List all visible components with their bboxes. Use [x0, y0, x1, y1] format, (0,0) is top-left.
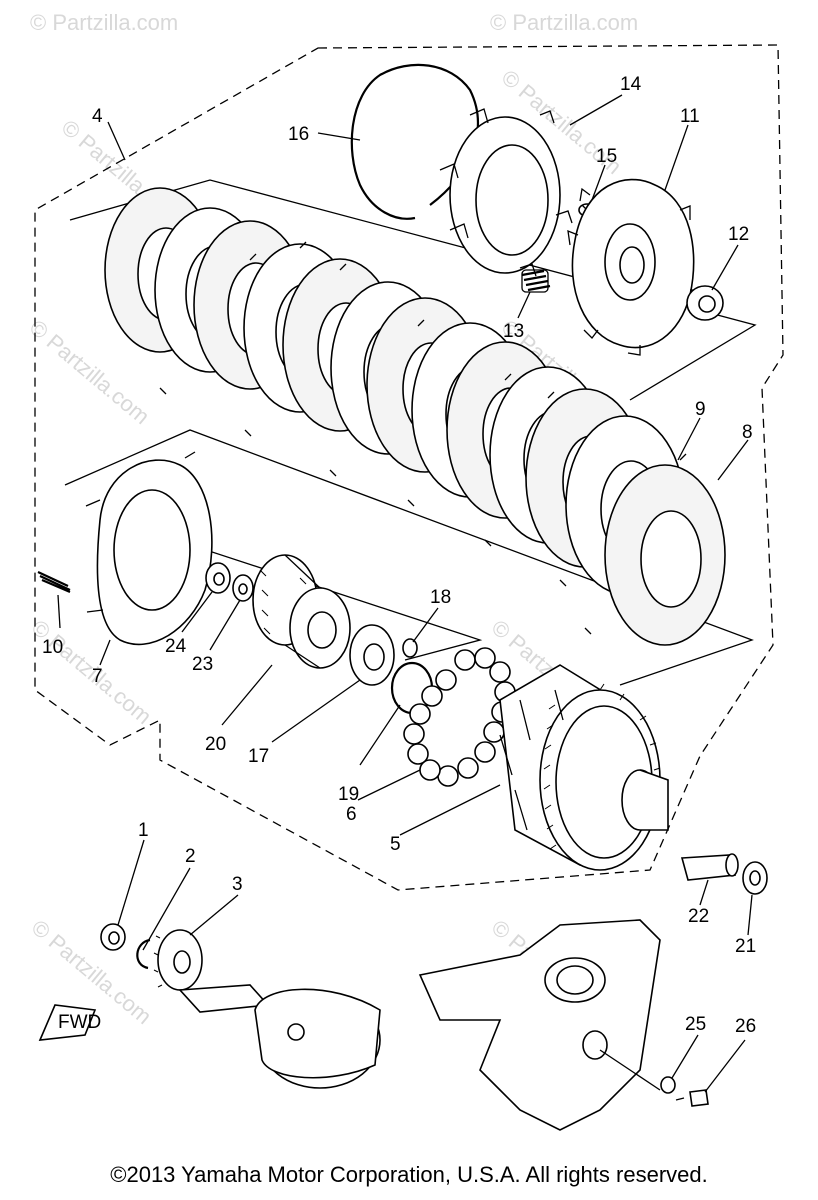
friction-plate	[604, 464, 726, 646]
drain-bolt-26	[675, 1089, 709, 1107]
fwd-label: FWD	[58, 1012, 101, 1033]
part-label: 6	[346, 804, 357, 825]
part-label: 7	[92, 666, 103, 687]
part-label: 21	[735, 936, 756, 957]
part-label: 18	[430, 587, 451, 608]
part-label: 22	[688, 906, 709, 927]
part-label: 9	[695, 399, 706, 420]
pressure-plate	[567, 178, 701, 356]
part-label: 24	[165, 636, 187, 657]
steel-balls	[403, 647, 516, 787]
bearing	[686, 285, 724, 321]
part-label: 17	[248, 746, 269, 767]
clutch-plate-stack	[104, 187, 726, 646]
part-label: 5	[390, 834, 401, 855]
clutch-housing	[499, 664, 669, 871]
lock-washer	[232, 574, 254, 602]
plate-tabs	[159, 241, 687, 635]
part-label: 23	[192, 654, 213, 675]
primary-driven-gear-hub	[349, 624, 395, 686]
part-number-labels: 1 2 3 4 5 6 7 8 9 10 11 12 13 14 15 16 1…	[42, 74, 756, 1037]
part-label: 16	[288, 124, 309, 145]
primary-drive-nut	[100, 923, 126, 951]
part-label: 15	[596, 146, 617, 167]
part-label: 19	[338, 784, 359, 805]
part-label: 10	[42, 637, 63, 658]
push-rod-spring	[37, 571, 71, 594]
part-label: 26	[735, 1016, 756, 1037]
watermark: © Partzilla.com	[30, 10, 178, 35]
part-label: 3	[232, 874, 243, 895]
primary-drive-gear	[153, 929, 203, 991]
forward-arrow-marker: FWD	[38, 1004, 101, 1041]
part-label: 8	[742, 422, 753, 443]
crankcase	[418, 919, 661, 1131]
copyright-notice: ©2013 Yamaha Motor Corporation, U.S.A. A…	[110, 1162, 708, 1187]
crankshaft	[178, 984, 381, 1089]
part-label: 11	[680, 106, 700, 127]
clutch-spring	[521, 269, 551, 293]
washer-25	[660, 1076, 676, 1094]
nut	[205, 562, 231, 594]
clutch-boss	[252, 554, 351, 669]
pressure-plate-ring	[439, 108, 573, 277]
part-label: 20	[205, 734, 226, 755]
thrust-plate	[85, 451, 213, 646]
small-nut	[402, 638, 418, 658]
spacer-sleeve	[680, 853, 739, 881]
part-label: 13	[503, 321, 524, 342]
leader-lines	[57, 94, 753, 1093]
part-label: 2	[185, 846, 196, 867]
plate-pack-guide-lower	[64, 429, 754, 686]
part-label: 1	[138, 820, 149, 841]
part-label: 12	[728, 224, 749, 245]
thrust-washer	[742, 861, 768, 895]
part-label: 25	[685, 1014, 706, 1035]
watermark: © Partzilla.com	[490, 10, 638, 35]
lock-washer-small	[136, 938, 151, 970]
part-label: 4	[92, 106, 103, 127]
part-label: 14	[620, 74, 642, 95]
